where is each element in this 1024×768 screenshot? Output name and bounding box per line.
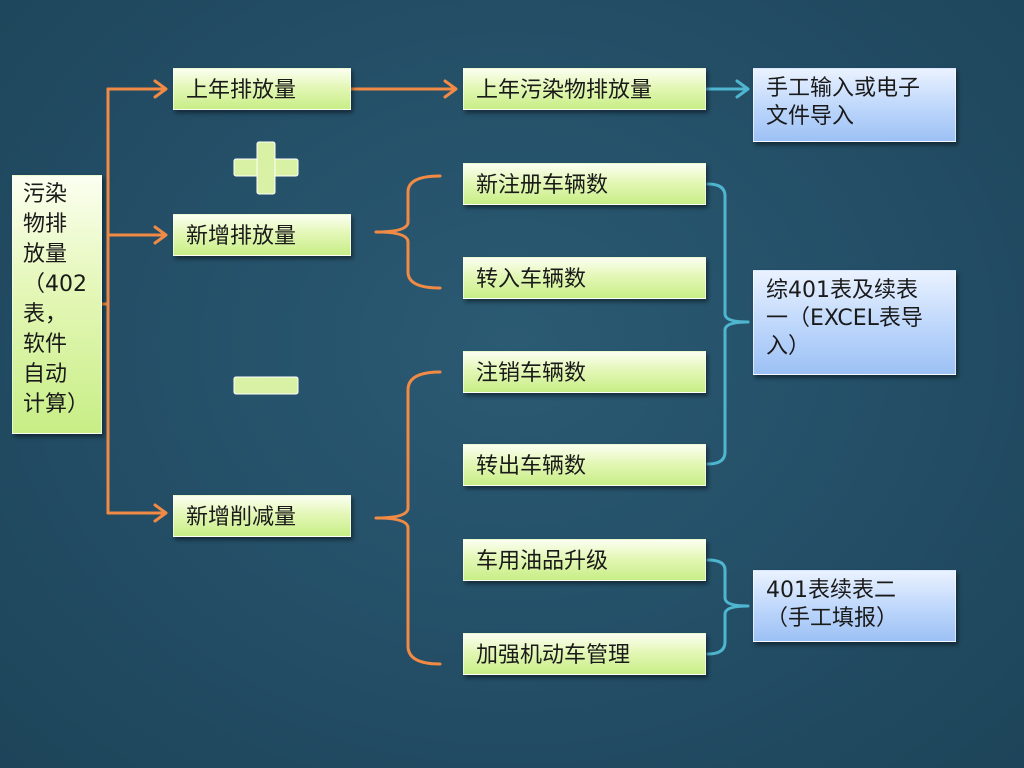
source-line: 入）	[766, 334, 811, 359]
new-emission-box: 新增排放量	[173, 214, 351, 256]
plus-operator	[233, 141, 299, 195]
source-line: 综401表及续表	[766, 278, 918, 303]
minus-operator	[233, 376, 299, 395]
root-line: 表，	[23, 302, 68, 327]
root-line: 放量	[23, 242, 68, 267]
root-line: （402	[23, 272, 87, 297]
deregistered-vehicles-box: 注销车辆数	[463, 351, 706, 393]
table401-manual-fill-box: 401表续表二 （手工填报）	[753, 570, 956, 642]
last-year-pollutant-box: 上年污染物排放量	[463, 68, 706, 110]
transfer-in-vehicles-box: 转入车辆数	[463, 257, 706, 299]
brace-new-emission	[374, 174, 442, 290]
arrowhead-pollutant	[443, 79, 458, 99]
manual-or-file-import-box: 手工输入或电子 文件导入	[753, 68, 956, 142]
root-line: 自动	[23, 362, 68, 387]
fuel-upgrade-box: 车用油品升级	[463, 539, 706, 581]
source-line: 文件导入	[766, 104, 855, 129]
vehicle-management-box: 加强机动车管理	[463, 633, 706, 675]
arrowhead-manual	[735, 79, 750, 99]
root-line: 污染	[23, 182, 68, 207]
new-registered-vehicles-box: 新注册车辆数	[463, 163, 706, 205]
root-trunk-connector	[100, 87, 110, 515]
new-reduction-box: 新增削减量	[173, 495, 351, 537]
arrowhead-new-reduction	[153, 503, 168, 523]
transfer-out-vehicles-box: 转出车辆数	[463, 444, 706, 486]
root-line: 物排	[23, 212, 68, 237]
brace-new-reduction	[374, 370, 442, 666]
bracket-manual-sources	[706, 558, 750, 656]
source-line: 401表续表二	[766, 578, 896, 603]
source-line: 手工输入或电子	[766, 76, 921, 101]
root-line: 计算）	[23, 392, 90, 417]
pollutant-emission-root-box: 污染 物排 放量 （402 表， 软件 自动 计算）	[12, 175, 102, 434]
last-year-emission-box: 上年排放量	[173, 68, 351, 110]
bracket-excel-sources	[706, 182, 750, 466]
arrowhead-last-year	[153, 79, 168, 99]
source-line: 一（EXCEL表导	[766, 306, 923, 331]
table401-excel-import-box: 综401表及续表 一（EXCEL表导 入）	[753, 270, 956, 375]
source-line: （手工填报）	[766, 606, 899, 631]
arrowhead-new-emission	[153, 225, 168, 245]
root-line: 软件	[23, 332, 68, 357]
